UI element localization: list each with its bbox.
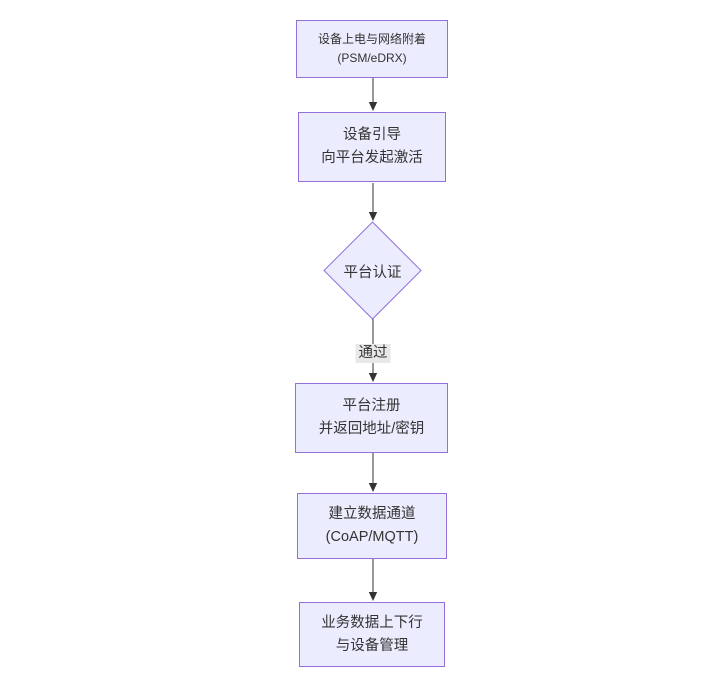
node-label-line: 设备引导: [343, 127, 401, 144]
node-label-line: 平台注册: [342, 398, 401, 415]
node-platform-auth-label: 平台认证: [343, 265, 402, 281]
node-label-line: (PSM/eDRX): [337, 51, 407, 65]
edge-channel-to-business: [368, 559, 378, 601]
node-label-line: 业务数据上下行: [321, 614, 423, 631]
node-register: 平台注册 并返回地址/密钥: [295, 383, 448, 453]
node-business-data: 业务数据上下行 与设备管理: [299, 602, 445, 667]
arrowhead-icon: [368, 373, 378, 382]
node-label-line: 与设备管理: [335, 637, 409, 654]
node-power-attach: 设备上电与网络附着 (PSM/eDRX): [296, 20, 448, 78]
edge-label-pass: 通过: [355, 344, 391, 364]
node-bootstrap: 设备引导 向平台发起激活: [298, 112, 446, 182]
arrowhead-icon: [368, 102, 378, 111]
node-label-line: 设备上电与网络附着: [317, 32, 426, 47]
edge-register-to-channel: [368, 453, 378, 492]
node-label-line: 向平台发起激活: [321, 150, 423, 166]
node-label-line: (CoAP/MQTT): [325, 529, 419, 545]
node-label-line: 建立数据通道: [328, 506, 416, 523]
edge-bootstrap-to-auth: [368, 183, 378, 221]
edge-power-to-bootstrap: [368, 78, 378, 111]
node-label-line: 并返回地址/密钥: [318, 421, 425, 437]
arrowhead-icon: [368, 483, 378, 492]
arrowhead-icon: [368, 212, 378, 221]
arrowhead-icon: [368, 592, 378, 601]
node-data-channel: 建立数据通道 (CoAP/MQTT): [297, 493, 447, 559]
